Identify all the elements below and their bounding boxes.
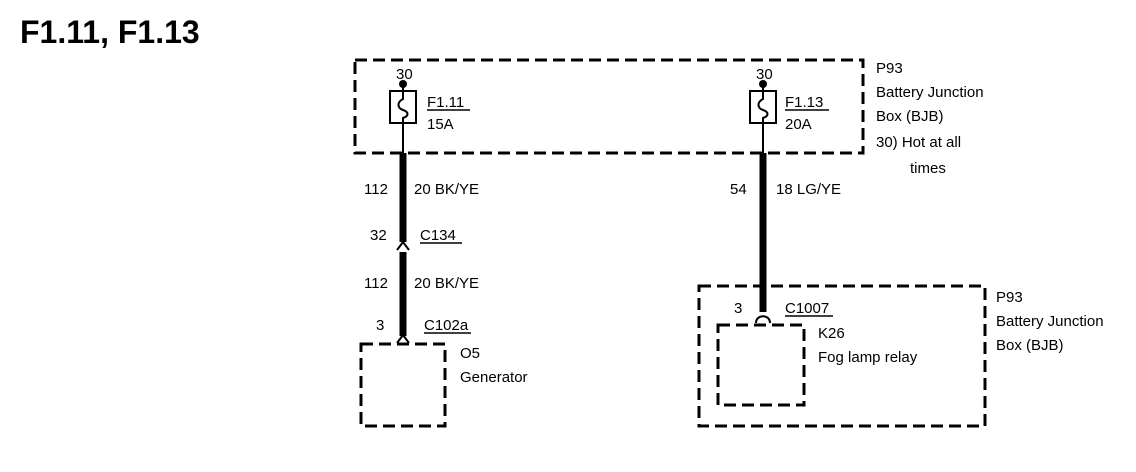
connector-c134-pin: 32 xyxy=(370,227,387,244)
wire-right-color: 18 LG/YE xyxy=(776,181,841,198)
connector-c134-id: C134 xyxy=(420,227,456,244)
connector-c102a-symbol xyxy=(396,333,410,344)
page-title: F1.11, F1.13 xyxy=(20,14,200,50)
fuse-left-rating: 15A xyxy=(427,116,454,133)
connector-c1007-id: C1007 xyxy=(785,300,829,317)
wire-left-upper-color: 20 BK/YE xyxy=(414,181,479,198)
generator-name: Generator xyxy=(460,369,528,386)
fuse-right-pin: 30 xyxy=(756,66,773,83)
bjb-bottom-name-line2: Box (BJB) xyxy=(996,337,1064,354)
generator-outline xyxy=(359,342,447,428)
connector-c1007: 3 C1007 xyxy=(734,300,833,324)
relay-name: Fog lamp relay xyxy=(818,349,918,366)
bjb-top-outline xyxy=(353,58,865,155)
generator-id: O5 xyxy=(460,345,480,362)
wire-left-upper-circuit: 112 xyxy=(364,181,388,198)
fuse-f1-13: 30 F1.13 20A xyxy=(749,66,829,153)
fuse-left-id: F1.11 xyxy=(427,94,464,111)
connector-c1007-symbol xyxy=(755,315,771,324)
wire-left-lower-color: 20 BK/YE xyxy=(414,275,479,292)
connector-c134: 32 C134 xyxy=(370,227,462,251)
bjb-bottom-id: P93 xyxy=(996,289,1023,306)
relay-outline xyxy=(716,323,806,407)
fuse-right-id: F1.13 xyxy=(785,94,823,111)
bjb-top-id: P93 xyxy=(876,60,903,77)
bjb-bottom-name-line1: Battery Junction xyxy=(996,313,1104,330)
relay-id: K26 xyxy=(818,325,845,342)
wire-right-circuit: 54 xyxy=(730,181,747,198)
connector-c134-symbol xyxy=(396,240,410,251)
connector-c102a-id: C102a xyxy=(424,317,469,334)
fuse-right-rating: 20A xyxy=(785,116,812,133)
fuse-left-element-icon xyxy=(397,91,409,123)
connector-c102a-pin: 3 xyxy=(376,317,384,334)
bjb-top-name-line2: Box (BJB) xyxy=(876,108,944,125)
connector-c102a: 3 C102a xyxy=(376,317,471,344)
bjb-top-note-line2: times xyxy=(910,160,946,177)
fuse-f1-11: 30 F1.11 15A xyxy=(389,66,470,153)
bjb-top-note-line1: 30) Hot at all xyxy=(876,134,961,151)
connector-c1007-pin: 3 xyxy=(734,300,742,317)
fuse-right-element-icon xyxy=(757,91,769,123)
bjb-bottom-outline xyxy=(697,284,987,428)
bjb-top-name-line1: Battery Junction xyxy=(876,84,984,101)
fuse-left-pin: 30 xyxy=(396,66,413,83)
wire-left-lower-circuit: 112 xyxy=(364,275,388,292)
